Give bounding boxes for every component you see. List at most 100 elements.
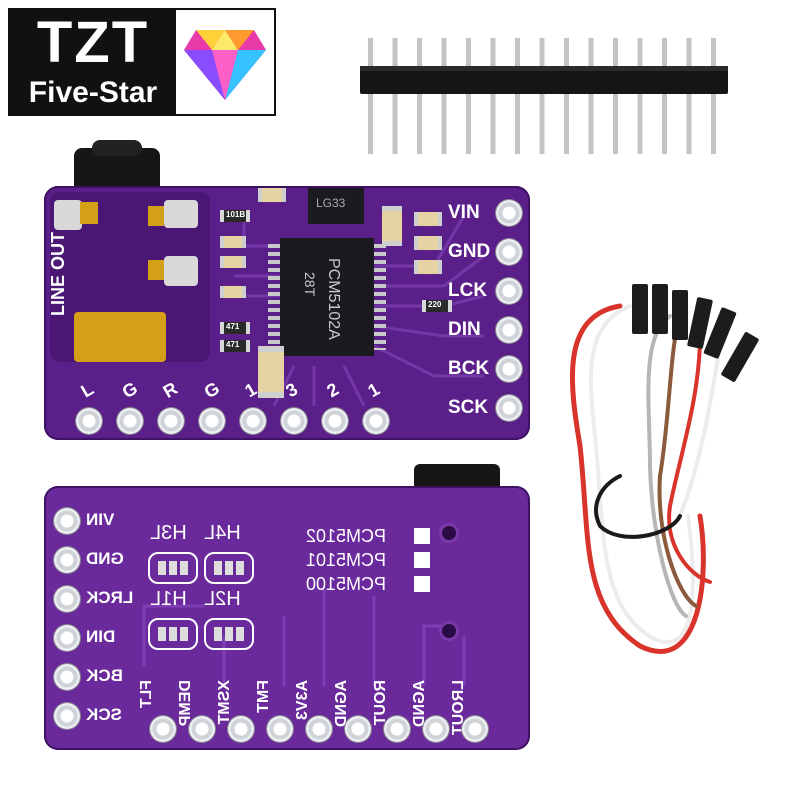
back-pin-pad (54, 625, 80, 651)
smd-capacitor (220, 286, 246, 298)
back-pin-pad (54, 547, 80, 573)
back-bottom-pin-pad (150, 716, 176, 742)
logo-sub-text: Five-Star (28, 76, 158, 109)
jumper-label-h2l: H2L (204, 588, 241, 610)
front-bottom-pin-pad (322, 408, 348, 434)
back-bottom-pin-label: FMT (255, 680, 272, 713)
back-bottom-pin-pad (462, 716, 488, 742)
front-board: LINE OUT PCM5102A 28T LG33 101B 471 471 … (44, 186, 530, 440)
jumper-pad-h4l (204, 552, 254, 584)
back-pin-label: LRCK (86, 588, 134, 607)
mounting-hole (442, 624, 456, 638)
front-pin-pad (496, 200, 522, 226)
header-pin (613, 38, 618, 154)
variant-checkbox (414, 576, 430, 592)
header-pin (539, 38, 545, 154)
jumper-label-h1l: H1L (150, 588, 187, 610)
back-bottom-pin-pad (423, 716, 449, 742)
header-pin (588, 38, 594, 154)
front-pin-pad (496, 278, 522, 304)
jack-solder-pad (54, 200, 82, 230)
variant-checkbox (414, 552, 430, 568)
smd-capacitor (220, 236, 246, 248)
back-pin-label: BCK (86, 666, 123, 685)
back-bottom-pin-label: FLT (138, 680, 155, 709)
jumper-pad-h1l (148, 618, 198, 650)
voltage-regulator: LG33 (308, 188, 364, 224)
smd-resistor: 471 (220, 322, 250, 334)
smd-capacitor (220, 256, 246, 268)
header-pin (564, 38, 569, 154)
back-pin-label: DIN (86, 627, 116, 646)
variant-label: PCM5102 (306, 526, 387, 546)
brand-logo: TZT Five-Star (8, 8, 276, 116)
jack-solder-pad (164, 256, 198, 286)
back-bottom-pin-label: A3V3 (294, 680, 311, 721)
back-pin-label: GND (86, 549, 124, 568)
diamond-gem-icon (184, 30, 266, 100)
front-pin-pad (496, 356, 522, 382)
front-pin-label: SCK (448, 397, 489, 418)
smd-capacitor (414, 260, 442, 274)
audio-jack-barrel (92, 140, 142, 156)
front-pin-label: VIN (448, 202, 480, 223)
back-bottom-pin-pad (189, 716, 215, 742)
logo-block: TZT Five-Star (10, 10, 176, 114)
jack-gold-tab (148, 206, 164, 226)
pcm5102a-chip: PCM5102A 28T (280, 238, 374, 356)
resistor-mark: 101B (226, 210, 246, 219)
chip-label-2: 28T (302, 272, 318, 297)
front-pin-label: LCK (448, 280, 488, 301)
back-bottom-pin-pad (306, 716, 332, 742)
back-pin-pad (54, 664, 80, 690)
back-bottom-pin-pad (228, 716, 254, 742)
jack-gold-tab (80, 202, 98, 224)
header-pin (515, 38, 520, 154)
front-pin-pad (496, 239, 522, 265)
header-pin (417, 38, 422, 154)
front-bottom-pin-pad (76, 408, 102, 434)
front-bottom-pin-pad (281, 408, 307, 434)
header-pin (637, 38, 643, 154)
logo-brand-text: TZT (36, 10, 150, 75)
header-pin (711, 38, 716, 154)
front-pin-pad (496, 317, 522, 343)
jumper-label-h3l: H3L (150, 522, 187, 544)
front-pin-label: BCK (448, 358, 490, 379)
smd-resistor: 471 (220, 340, 250, 352)
smd-resistor: 220 (422, 300, 452, 312)
smd-capacitor (414, 236, 442, 250)
chip-label-1: PCM5102A (325, 258, 342, 340)
resistor-mark: 471 (226, 340, 240, 349)
back-pin-label: VIN (86, 510, 115, 529)
front-bottom-pin-pad (158, 408, 184, 434)
smd-capacitor-large (258, 346, 284, 398)
variant-label: PCM5101 (306, 550, 387, 570)
header-pin (490, 38, 496, 154)
smd-resistor: 101B (220, 210, 250, 222)
header-pin (392, 38, 398, 154)
jack-label: LINE OUT (48, 232, 68, 316)
jumper-pad-h2l (204, 618, 254, 650)
front-pin-label: DIN (448, 319, 481, 340)
pin-header-strip (360, 38, 728, 154)
header-pin (441, 38, 447, 154)
front-bottom-pin-pad (117, 408, 143, 434)
chip-pins-left (268, 244, 280, 350)
jumper-pad-h3l (148, 552, 198, 584)
regulator-mark: LG33 (316, 196, 346, 210)
variant-checkbox (414, 528, 430, 544)
smd-capacitor-large (382, 206, 402, 246)
front-bottom-pin-pad (363, 408, 389, 434)
back-pin-label: SCK (86, 705, 122, 724)
front-pin-pad (496, 395, 522, 421)
jack-gold-tab (148, 260, 164, 280)
header-pin (662, 38, 667, 154)
chip-pins-right (374, 244, 386, 350)
back-bottom-pin-pad (384, 716, 410, 742)
resistor-mark: 220 (428, 300, 442, 309)
back-bottom-pin-label: XSMT (216, 680, 233, 725)
smd-capacitor (258, 188, 286, 202)
front-traces (234, 215, 485, 407)
